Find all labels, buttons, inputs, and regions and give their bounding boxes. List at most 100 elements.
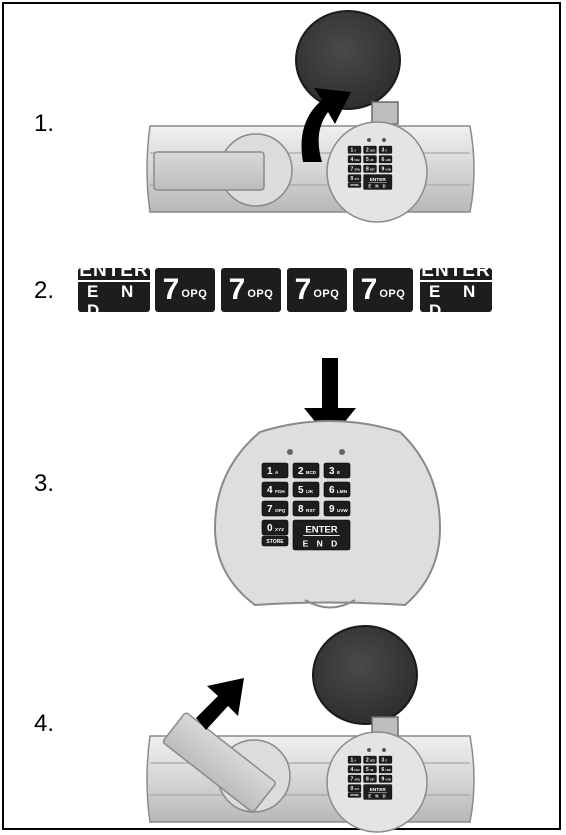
keypad-store-key: STORE	[347, 182, 362, 188]
keypad-key-digit: 2	[366, 147, 369, 153]
keypad-enter-label: ENTER	[305, 525, 337, 536]
keypad-key-digit: 2	[366, 757, 369, 763]
keypad-key-letters: BCD	[370, 150, 375, 152]
step-1-label: 1.	[34, 110, 55, 137]
keypad-key-digit: 7	[267, 504, 273, 515]
lock-handle	[153, 151, 265, 191]
keypad-key-letters: IJK	[370, 770, 374, 772]
keypad-key-letters: OPQ	[275, 508, 286, 513]
keypad-key-digit: 7	[351, 166, 354, 172]
enter-key-top-label: ENTER	[420, 259, 492, 282]
keypad-key-digit: 0	[267, 523, 273, 534]
digit-key-letters: OPQ	[247, 288, 274, 300]
enter-key-bottom-label: E N D	[429, 281, 485, 320]
arrow-up-icon	[301, 88, 351, 162]
keypad-end-label: E N D	[303, 538, 341, 548]
digit-key-letters: OPQ	[181, 288, 208, 300]
keypad-key-letters: A	[355, 149, 357, 152]
keypad-key-letters: OPQ	[355, 169, 360, 171]
keypad-key-letters: UVW	[386, 779, 392, 781]
keypad-key-letters: IJK	[370, 160, 374, 162]
arrow-down-icon	[304, 358, 356, 440]
keypad-key-letters: LMN	[337, 489, 348, 494]
keypad-enter-label: ENTER	[370, 787, 387, 793]
keypad-enter-label: ENTER	[370, 177, 387, 183]
keypad-key-letters: E	[386, 150, 388, 152]
keypad-key-digit: 6	[382, 157, 385, 163]
keypad-key-letters: A	[275, 470, 279, 475]
keypad-key-digit: 3	[382, 147, 385, 153]
keypad-key-digit: 1	[351, 757, 354, 763]
digit-key-number: 7	[162, 273, 180, 306]
keypad-key-digit: 9	[382, 776, 385, 782]
digit-key-number: 7	[294, 273, 312, 306]
store-label: STORE	[350, 184, 359, 187]
keypad-key-letters: RST	[306, 508, 315, 513]
keypad-key-digit: 8	[366, 776, 369, 782]
step-3-label: 3.	[34, 470, 55, 497]
keypad-key-letters: UVW	[386, 169, 392, 171]
keypad-key-digit: 3	[382, 757, 385, 763]
keypad-cover-open	[312, 625, 418, 740]
keypad-key-digit: 3	[329, 466, 335, 477]
step-2-label: 2.	[34, 277, 55, 304]
enter-key-bottom-label: E N D	[87, 281, 143, 320]
keypad-store-key: STORE	[347, 792, 362, 798]
keypad-store-key: STORE	[261, 535, 289, 547]
keypad-enter-key: ENTER E N D	[292, 519, 351, 551]
keypad-key-letters: RST	[370, 169, 375, 171]
keypad-key-letters: LMN	[386, 770, 391, 772]
keypad-cover	[295, 10, 401, 125]
step-4-label: 4.	[34, 710, 55, 737]
keypad-key-letters: BCD	[306, 470, 317, 475]
keypad-key-letters: XYZ	[355, 789, 360, 791]
keypad-key-digit: 5	[366, 157, 369, 163]
keypad-end-label: E N D	[368, 794, 387, 799]
digit-key-number: 7	[228, 273, 246, 306]
enter-key-top-label: ENTER	[78, 259, 150, 282]
keypad-key-letters: BCD	[370, 760, 375, 762]
keypad-key-digit: 1	[267, 466, 273, 477]
lock-handle-turned	[162, 712, 276, 813]
keypad-key-digit: 9	[329, 504, 335, 515]
digit-key-letters: OPQ	[313, 288, 340, 300]
keypad-end-label: E N D	[368, 184, 387, 189]
arrow-up-right-icon	[196, 678, 244, 730]
digit-key-letters: OPQ	[379, 288, 406, 300]
keypad-key-letters: OPQ	[355, 779, 360, 781]
keypad-key-digit: 1	[351, 147, 354, 153]
keypad-key-digit: 8	[366, 166, 369, 172]
